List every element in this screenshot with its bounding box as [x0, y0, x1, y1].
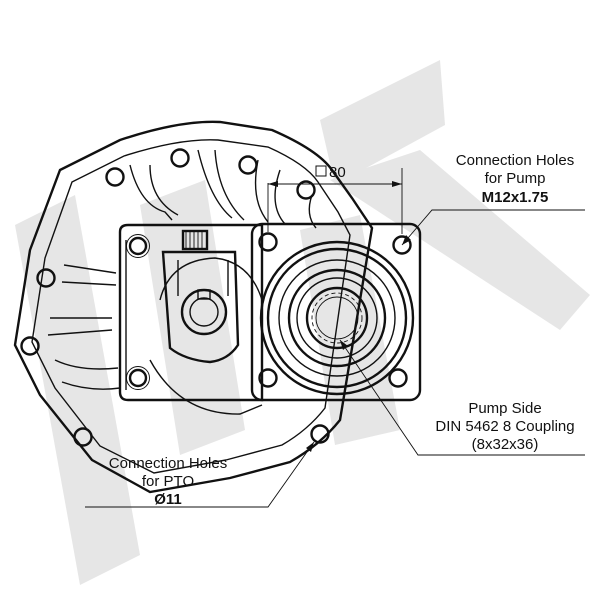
pto-holes-line1: Connection Holes: [109, 455, 227, 472]
pump-hole: [258, 232, 278, 252]
pump-hole: [258, 368, 278, 388]
pto-hole: [73, 427, 93, 447]
dimension-value: 80: [329, 164, 346, 181]
pto-holes-line3: Ø11: [154, 491, 182, 508]
pto-hole-group: [20, 148, 330, 447]
shift-shaft-assembly: [161, 229, 240, 364]
pump-holes-line2: for Pump: [485, 170, 546, 187]
callout-pto-holes: Connection Holes for PTO Ø11: [85, 441, 315, 508]
pto-hole: [296, 180, 316, 200]
pto-hole: [310, 424, 330, 444]
pump-holes-line1: Connection Holes: [456, 152, 574, 169]
body-bolt: [128, 368, 148, 388]
spline-ring: [311, 292, 363, 344]
dimension-80: 80: [267, 164, 403, 234]
square-symbol: [315, 165, 327, 177]
pto-hole: [170, 148, 190, 168]
pto-hole: [36, 268, 56, 288]
pump-side-line3: (8x32x36): [472, 436, 539, 453]
pump-hole: [392, 235, 412, 255]
pump-hole: [388, 368, 408, 388]
watermark-logo: [15, 60, 590, 585]
housing-outline: [13, 120, 374, 494]
pto-hole: [20, 336, 40, 356]
pump-coupling: [259, 240, 415, 396]
housing-inner-outline: [31, 139, 351, 474]
body-bolt: [128, 236, 148, 256]
pump-side-line1: Pump Side: [468, 400, 541, 417]
pto-holes-line2: for PTO: [142, 473, 194, 490]
pump-side-line2: DIN 5462 8 Coupling: [435, 418, 574, 435]
callout-pump-side: Pump Side DIN 5462 8 Coupling (8x32x36): [339, 339, 585, 456]
pump-flange: [250, 222, 422, 402]
pump-holes-line3: M12x1.75: [482, 189, 549, 206]
pto-hole: [238, 155, 258, 175]
pto-hole: [105, 167, 125, 187]
callout-pump-holes: Connection Holes for Pump M12x1.75: [401, 152, 585, 246]
